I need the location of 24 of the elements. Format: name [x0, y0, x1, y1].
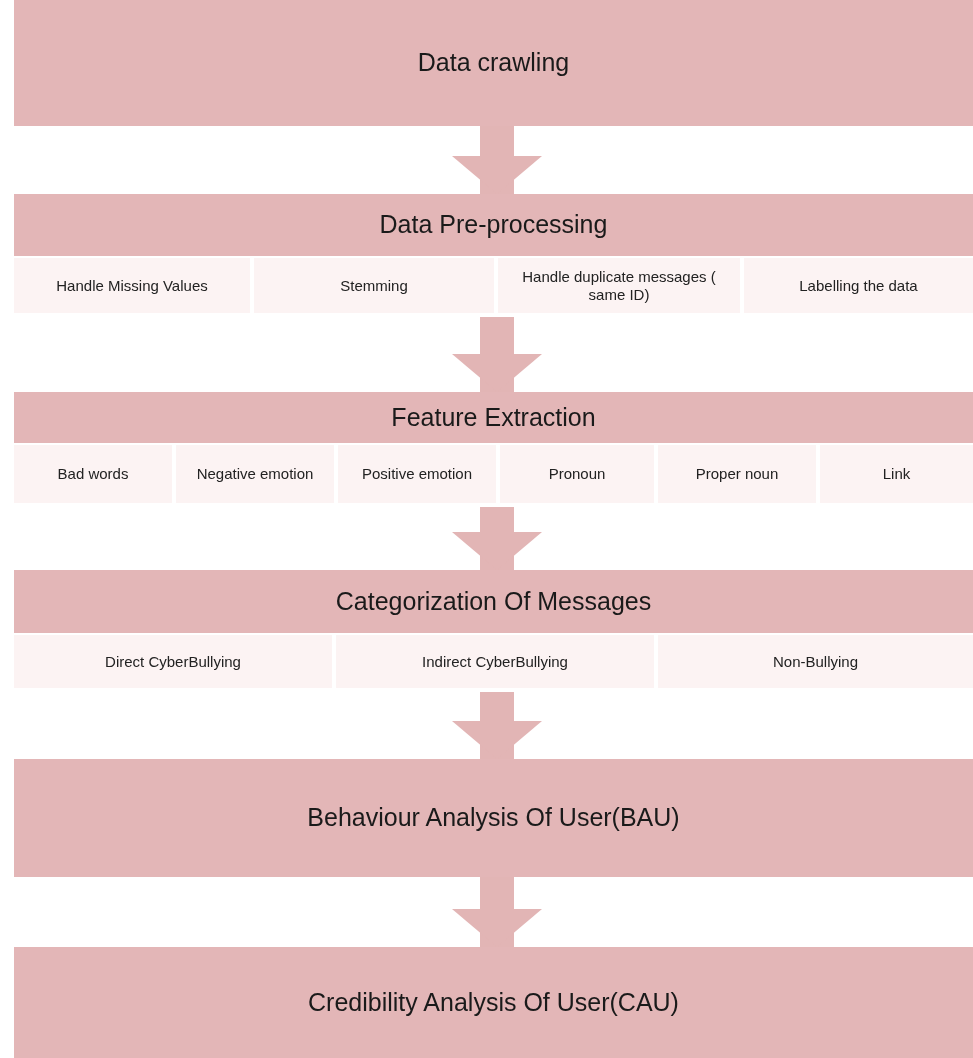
sub-step-box: Proper noun	[658, 445, 816, 503]
stage-box: Credibility Analysis Of User(CAU)	[14, 947, 973, 1058]
sub-step-box: Handle Missing Values	[14, 258, 250, 313]
stage-box: Behaviour Analysis Of User(BAU)	[14, 759, 973, 877]
sub-step-box: Link	[820, 445, 973, 503]
block-arrow	[452, 507, 542, 570]
stage-box: Data crawling	[14, 0, 973, 126]
block-arrow	[452, 126, 542, 194]
sub-step-box: Pronoun	[500, 445, 654, 503]
block-arrow	[452, 692, 542, 759]
stage-title: Categorization Of Messages	[14, 570, 973, 633]
sub-step-box: Positive emotion	[338, 445, 496, 503]
sub-step-box: Bad words	[14, 445, 172, 503]
sub-step-box: Negative emotion	[176, 445, 334, 503]
sub-step-box: Stemming	[254, 258, 494, 313]
sub-step-box: Direct CyberBullying	[14, 635, 332, 688]
block-arrow	[452, 877, 542, 947]
sub-step-box: Handle duplicate messages ( same ID)	[498, 258, 740, 313]
sub-step-box: Labelling the data	[744, 258, 973, 313]
stage-title: Feature Extraction	[14, 392, 973, 443]
sub-step-box: Non-Bullying	[658, 635, 973, 688]
block-arrow	[452, 317, 542, 392]
sub-step-box: Indirect CyberBullying	[336, 635, 654, 688]
stage-title: Data Pre-processing	[14, 194, 973, 256]
